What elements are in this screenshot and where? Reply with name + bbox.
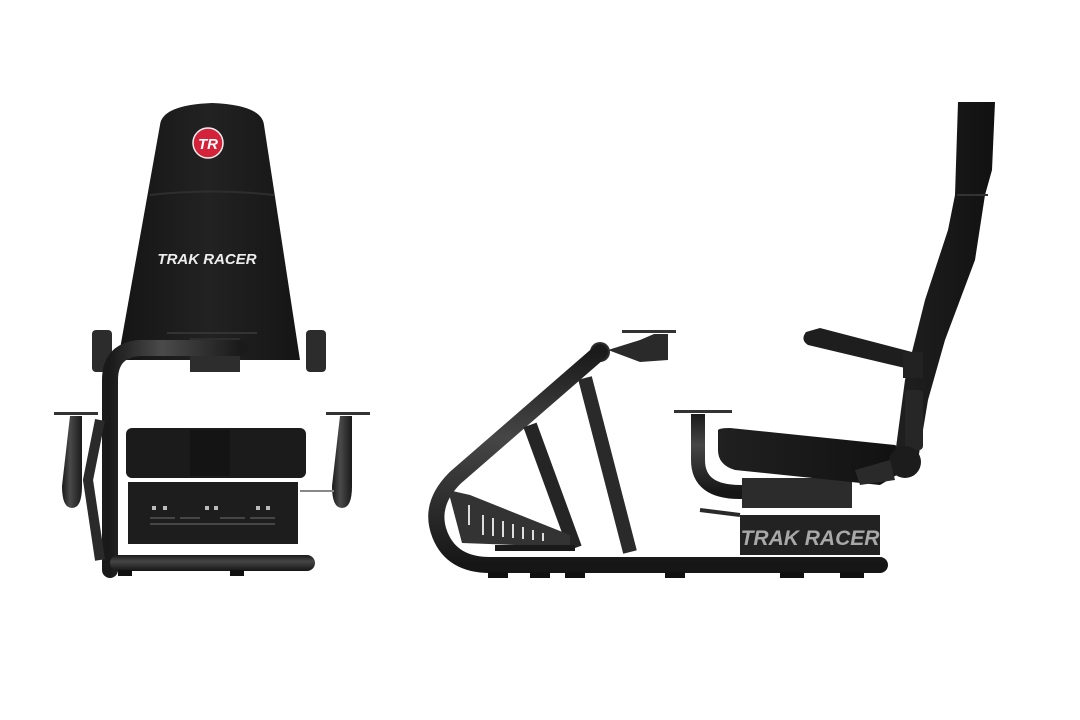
svg-text:TR: TR — [198, 136, 218, 153]
side-brand-text: TRAK RACER — [741, 527, 881, 550]
front-view: TR TRAK RACER — [54, 103, 370, 578]
side-frame-main-tube — [428, 344, 888, 573]
side-view: TRAK RACER — [428, 102, 995, 578]
front-frame-tube — [102, 340, 248, 578]
right-shifter-mount — [300, 412, 370, 508]
pedal-plate — [448, 490, 570, 547]
tr-logo: TR — [192, 127, 224, 159]
left-shifter-mount — [54, 412, 98, 508]
front-seat-back — [118, 103, 300, 360]
side-armrest — [803, 328, 912, 368]
front-brand-text: TRAK RACER — [157, 251, 256, 268]
